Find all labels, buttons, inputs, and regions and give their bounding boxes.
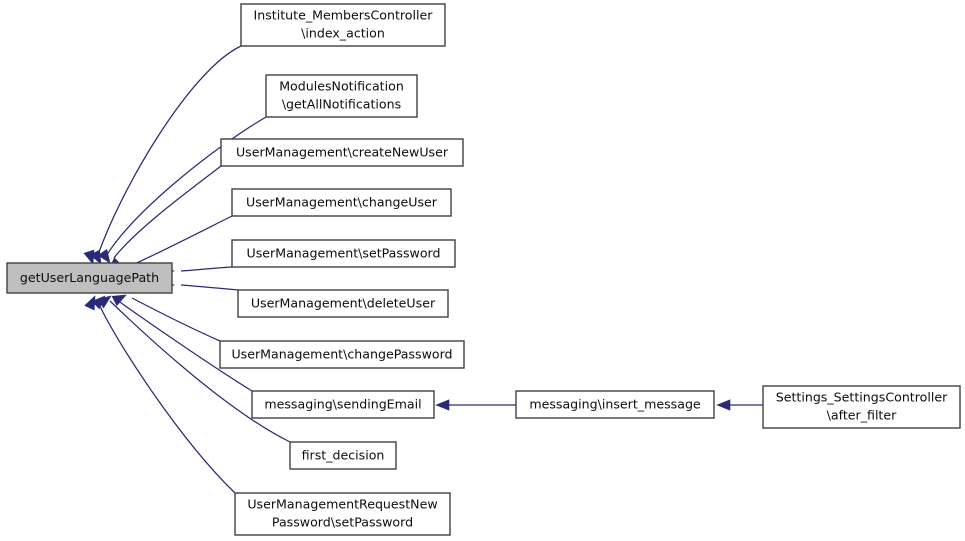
node-box[interactable] [234,492,451,536]
node-box[interactable] [219,340,465,369]
graph-node-createnewuser[interactable]: UserManagement\createNewUser [220,138,464,167]
node-box[interactable] [251,390,435,419]
graph-node-root[interactable]: getUserLanguagePath [6,262,173,294]
node-label-line1: Institute_MembersController [254,8,434,23]
graph-node-requestnewpassword[interactable]: UserManagementRequestNewPassword\setPass… [234,492,451,536]
edge-modules-to-root [89,116,267,265]
node-label-line1: UserManagementRequestNew [247,497,437,512]
node-label: UserManagement\createNewUser [236,145,449,160]
node-box[interactable] [289,441,397,470]
graph-node-sendingemail[interactable]: messaging\sendingEmail [251,390,435,419]
node-label: messaging\insert_message [529,397,701,412]
node-label: UserManagement\changeUser [246,195,438,210]
node-box[interactable] [6,262,173,294]
node-box[interactable] [265,74,418,118]
node-box[interactable] [515,390,715,419]
node-box[interactable] [231,188,452,217]
edge-insertmessage-to-sendingemail [435,399,516,411]
edge-createnewuser-to-root [97,165,222,264]
edge-requestnewpassword-to-root [84,295,236,494]
node-box[interactable] [237,289,449,318]
node-label: UserManagement\deleteUser [251,296,436,311]
arrowhead-icon [89,249,102,265]
node-label-line2: \after_filter [827,408,897,423]
graph-node-changepassword[interactable]: UserManagement\changePassword [219,340,465,369]
graph-node-settings[interactable]: Settings_SettingsController \after_filter [762,385,961,429]
graph-node-setpassword[interactable]: UserManagement\setPassword [231,239,456,268]
node-label: getUserLanguagePath [20,270,159,285]
node-box[interactable] [762,385,961,429]
arrowhead-icon [84,295,96,311]
node-box[interactable] [220,138,464,167]
graph-node-changeuser[interactable]: UserManagement\changeUser [231,188,452,217]
edge-settings-to-insertmessage [716,399,763,411]
node-label: first_decision [302,448,385,463]
node-label-line1: ModulesNotification [279,79,404,94]
arrowhead-icon [111,294,127,307]
node-label-line2: \getAllNotifications [282,97,401,112]
node-layer: getUserLanguagePath Institute_MembersCont… [6,3,961,536]
graph-node-modules[interactable]: ModulesNotification \getAllNotifications [265,74,418,118]
arrowhead-icon [716,399,731,411]
graph-node-institute[interactable]: Institute_MembersController \index_action [240,3,446,47]
edge-changepassword-to-root [111,294,221,342]
arrowhead-icon [435,399,450,411]
node-box[interactable] [231,239,456,268]
graph-node-firstdecision[interactable]: first_decision [289,441,397,470]
graph-node-deleteuser[interactable]: UserManagement\deleteUser [237,289,449,318]
node-label-line2: \index_action [301,26,385,41]
node-label: UserManagement\changePassword [231,347,452,362]
node-label-line1: Settings_SettingsController [776,390,948,405]
edge-layer [83,45,763,494]
node-label: messaging\sendingEmail [264,397,421,412]
node-label-line2: Password\setPassword [272,515,413,530]
arrowhead-icon [97,248,111,264]
edge-institute-to-root [83,45,242,265]
node-label: UserManagement\setPassword [247,246,441,261]
node-box[interactable] [240,3,446,47]
graph-node-insertmessage[interactable]: messaging\insert_message [515,390,715,419]
